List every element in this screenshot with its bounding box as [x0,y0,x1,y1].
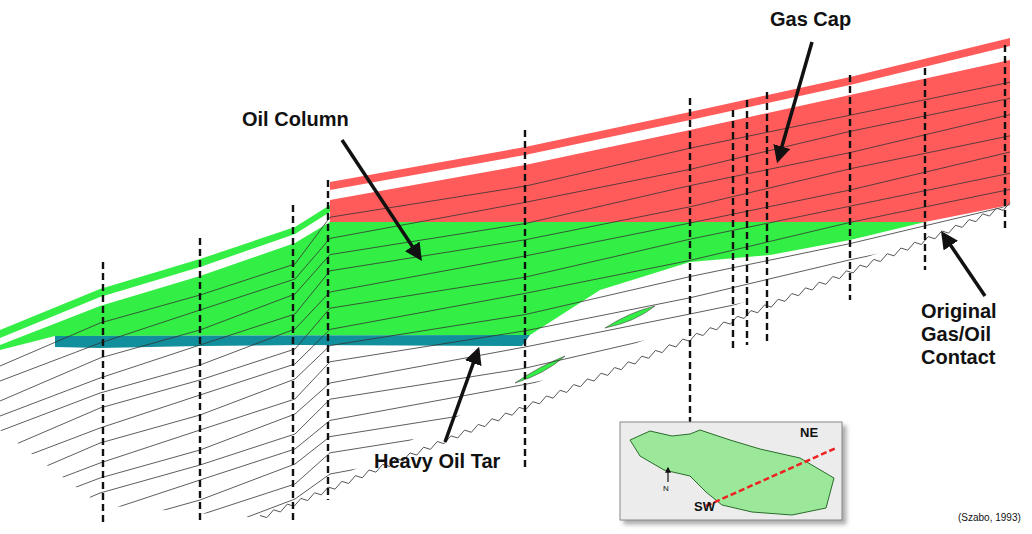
stratum-line [0,280,1010,534]
tar-label: Heavy Oil Tar [374,450,544,473]
well-line [732,110,734,350]
oil-column [0,222,925,350]
stratum-line [0,82,1010,366]
stratum-line [0,297,1010,534]
wells [103,45,1005,525]
location-map [620,422,842,520]
stratum-line [0,152,1010,431]
oil-lens [515,356,565,383]
gas-thin-layer [330,38,1010,190]
oil-lens [605,306,655,328]
well-line [746,100,748,345]
stratum-line [0,355,1010,534]
strata-lines [0,82,1010,534]
well-line [292,205,294,520]
stratum-line [0,136,1010,416]
north-arrow-label: N [663,484,677,493]
stratum-line [0,189,1010,466]
well-line [924,68,926,270]
oil-thin-layer [0,205,330,338]
stratum-line [0,227,1010,501]
map-direction: SW [694,500,734,515]
gas-cap-label: Gas Cap [770,8,890,31]
well-line [1004,45,1006,230]
well-line [689,98,691,440]
map-direction: NE [800,426,840,441]
stratum-line [0,334,1010,534]
stratum-line [0,206,1010,486]
stratum-line [0,264,1010,534]
citation: (Szabo, 1993) [958,512,1028,524]
well-line [524,130,526,470]
stratum-line [0,318,1010,534]
stratum-line [0,173,1010,451]
stratum-line [0,243,1010,516]
well-line [102,262,104,525]
well-line [849,75,851,300]
well-line [199,238,201,520]
well-line [327,180,329,500]
well-line [766,92,768,345]
oil-column-label: Oil Column [242,108,382,131]
gas-cap [330,60,1010,222]
stratum-line [0,98,1010,381]
leader-arrows [342,42,985,442]
contact-label: Original Gas/Oil Contact [921,300,1025,369]
